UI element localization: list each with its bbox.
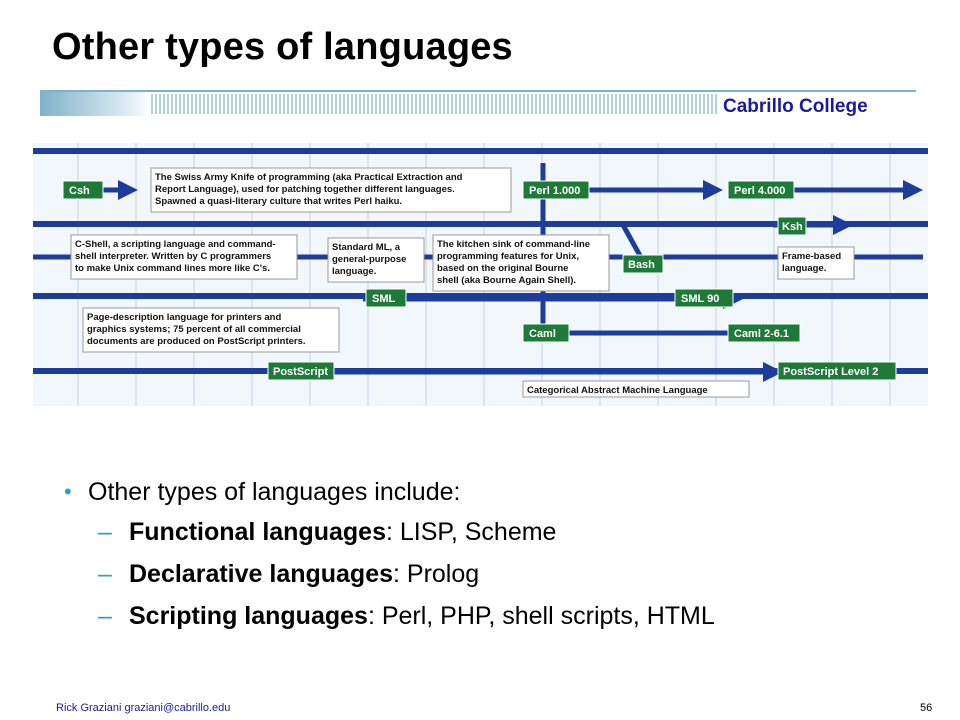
sub-bullet-rest: : Prolog <box>393 560 480 588</box>
sub-bullet-declarative: – Declarative languages: Prolog <box>56 560 936 602</box>
sml-box: SML <box>365 288 407 308</box>
sub-bullet-term: Declarative languages <box>129 560 394 588</box>
perl1-box: Perl 1.000 <box>522 180 590 200</box>
perl4-box: Perl 4.000 <box>727 180 795 200</box>
postscript-note-line-2: graphics systems; 75 percent of all comm… <box>87 324 301 335</box>
sub-bullet-term: Functional languages <box>129 518 386 546</box>
bash-note-line-4: shell (aka Bourne Again Shell). <box>437 275 576 286</box>
postscript-note-line-3: documents are produced on PostScript pri… <box>87 336 306 347</box>
postscript-note-line-1: Page-description language for printers a… <box>87 312 281 323</box>
caml-label: Caml <box>529 328 556 340</box>
sml-label: SML <box>372 293 396 305</box>
sml90-box: SML 90 <box>674 288 734 308</box>
dash-icon: – <box>98 602 112 630</box>
caml-note-line-1: Categorical Abstract Machine Language <box>527 385 708 396</box>
ksh-box: Ksh <box>777 216 807 236</box>
sml-note: Standard ML, a general-purpose language. <box>327 237 425 283</box>
ksh-label: Ksh <box>782 221 803 233</box>
decorative-stripe-bar <box>40 90 916 116</box>
perl4-label: Perl 4.000 <box>734 185 785 197</box>
bash-note-line-3: based on the original Bourne <box>437 263 568 274</box>
footer-author: Rick Graziani graziani@cabrillo.edu <box>56 702 231 714</box>
perl-note: The Swiss Army Knife of programming (aka… <box>150 167 512 213</box>
csh-box: Csh <box>62 180 104 200</box>
sml-note-line-2: general-purpose <box>332 254 406 265</box>
perl-note-line-3: Spawned a quasi-literary culture that wr… <box>155 196 402 207</box>
cshell-note-line-3: to make Unix command lines more like C's… <box>75 263 270 274</box>
page-number: 56 <box>920 702 933 714</box>
caml-note: Categorical Abstract Machine Language <box>522 380 750 398</box>
sub-bullet-functional: – Functional languages: LISP, Scheme <box>56 518 936 560</box>
bullet-dot-icon: • <box>64 479 72 504</box>
brand-logo-text: Cabrillo College <box>723 96 868 117</box>
sml-note-line-3: language. <box>332 266 376 277</box>
slide-title: Other types of languages <box>52 26 513 68</box>
dash-icon: – <box>98 518 112 546</box>
dash-icon: – <box>98 560 112 588</box>
postscript-box: PostScript <box>267 361 335 381</box>
cshell-note-line-1: C-Shell, a scripting language and comman… <box>75 239 276 250</box>
perl-note-line-2: Report Language), used for patching toge… <box>155 184 455 195</box>
bash-box: Bash <box>622 254 664 274</box>
perl1-label: Perl 1.000 <box>529 185 580 197</box>
caml261-label: Caml 2-6.1 <box>734 328 789 340</box>
postscript-label: PostScript <box>273 366 328 378</box>
cshell-note: C-Shell, a scripting language and comman… <box>70 234 298 280</box>
cshell-note-line-2: shell interpreter. Written by C programm… <box>75 251 271 262</box>
caml261-box: Caml 2-6.1 <box>727 323 801 343</box>
bash-note-line-2: programming features for Unix, <box>437 251 579 262</box>
postscript-level2-box: PostScript Level 2 <box>777 361 897 381</box>
sub-bullet-term: Scripting languages <box>129 602 368 630</box>
sub-bullet-rest: : Perl, PHP, shell scripts, HTML <box>367 602 715 630</box>
sml-note-line-1: Standard ML, a <box>332 242 401 253</box>
caml-box: Caml <box>522 323 570 343</box>
postscript-note: Page-description language for printers a… <box>82 307 340 353</box>
postscript-level2-label: PostScript Level 2 <box>783 366 878 378</box>
description-notes: The Swiss Army Knife of programming (aka… <box>70 167 855 398</box>
language-timeline-diagram: Csh Perl 1.000 Perl 4.000 Ksh Bash SML S… <box>33 143 928 406</box>
bash-label: Bash <box>628 259 655 271</box>
bullet-main-text: Other types of languages include: <box>88 478 461 506</box>
sub-bullet-scripting: – Scripting languages: Perl, PHP, shell … <box>56 602 936 644</box>
sml90-label: SML 90 <box>681 293 719 305</box>
bash-note: The kitchen sink of command-line program… <box>432 234 610 292</box>
csh-label: Csh <box>69 185 90 197</box>
bullet-list: • Other types of languages include: – Fu… <box>56 478 936 644</box>
perl-note-line-1: The Swiss Army Knife of programming (aka… <box>155 172 463 183</box>
sub-bullet-rest: : LISP, Scheme <box>385 518 557 546</box>
version-boxes: Csh Perl 1.000 Perl 4.000 Ksh Bash SML S… <box>62 180 897 381</box>
bash-note-line-1: The kitchen sink of command-line <box>437 239 590 250</box>
ksh-note-line-1: Frame-based <box>782 251 841 262</box>
bullet-main: • Other types of languages include: <box>56 478 936 518</box>
ksh-note: Frame-based language. <box>777 246 855 280</box>
ksh-note-line-2: language. <box>782 263 826 274</box>
